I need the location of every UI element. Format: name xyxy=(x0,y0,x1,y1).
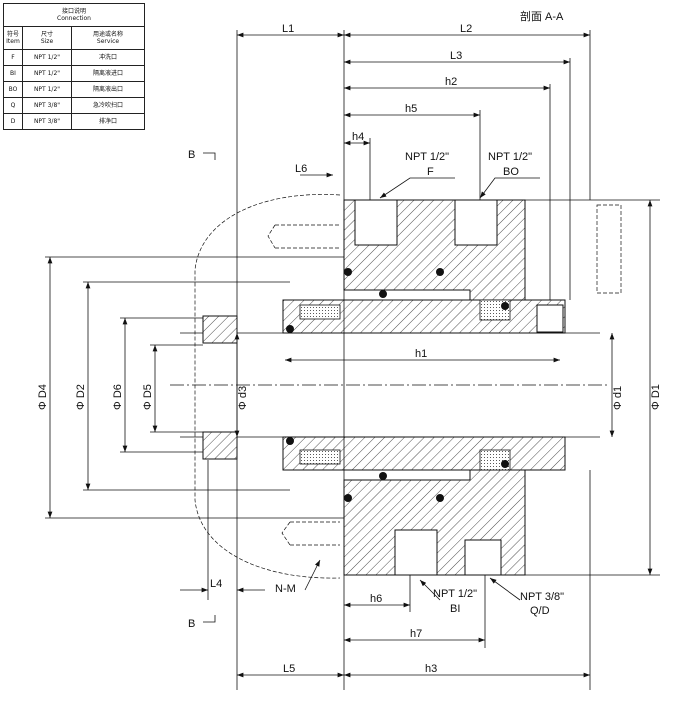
cell-service: 排净口 xyxy=(71,113,145,130)
dim-label: h7 xyxy=(410,628,422,640)
dim-label: L3 xyxy=(450,50,462,62)
h-cn: 尺寸 xyxy=(40,31,53,38)
port-label: NPT 1/2" xyxy=(488,151,532,163)
dim-label: h5 xyxy=(405,103,417,115)
stud-top xyxy=(267,224,340,249)
dim-label: L6 xyxy=(295,163,307,175)
dim-label: h3 xyxy=(425,663,437,675)
title-en: Connection xyxy=(57,15,91,22)
port-bo xyxy=(454,199,498,246)
dim-label: L5 xyxy=(283,663,295,675)
cell-size: NPT 3/8" xyxy=(22,113,72,130)
port-label: BI xyxy=(450,603,460,615)
housing-outline xyxy=(194,194,341,579)
dim-label: Φ D4 xyxy=(37,384,49,410)
dim-label: h2 xyxy=(445,76,457,88)
dimension-lines xyxy=(47,32,653,678)
clamp-top xyxy=(596,204,622,294)
dim-label: L2 xyxy=(460,23,472,35)
port-label: BO xyxy=(503,166,519,178)
dim-label: Φ d3 xyxy=(237,386,249,410)
port-f xyxy=(354,199,398,246)
h-en: Service xyxy=(96,38,120,45)
port-label: NPT 1/2" xyxy=(433,588,477,600)
h-cn: 符号 xyxy=(6,31,19,38)
dim-label: Φ d1 xyxy=(612,386,624,410)
set-screw xyxy=(536,304,564,333)
h-cn: 用途或名称 xyxy=(92,31,123,38)
o-rings xyxy=(286,268,509,502)
dim-label: h6 xyxy=(370,593,382,605)
h-en: Item xyxy=(6,38,20,45)
seal-ring xyxy=(299,449,341,465)
title-cn: 接口说明 xyxy=(61,8,86,15)
port-label: N-M xyxy=(275,583,296,595)
dim-label: h4 xyxy=(352,131,364,143)
dim-label: h1 xyxy=(415,348,427,360)
stud-bottom xyxy=(281,521,340,546)
port-qd xyxy=(464,539,502,576)
port-label: NPT 3/8" xyxy=(520,591,564,603)
port-bi xyxy=(394,529,438,576)
port-label: NPT 1/2" xyxy=(405,151,449,163)
view-mark-top: B xyxy=(188,149,195,161)
dim-label: Φ D5 xyxy=(142,384,154,410)
collar-top xyxy=(202,315,238,344)
dim-label: L4 xyxy=(210,578,222,590)
collar-bottom xyxy=(202,431,238,460)
view-mark-bottom: B xyxy=(188,618,195,630)
dim-label: Φ D1 xyxy=(650,384,662,410)
dim-label: Φ D6 xyxy=(112,384,124,410)
h-en: Size xyxy=(40,38,54,45)
seal-ring xyxy=(299,304,341,320)
dim-label: Φ D2 xyxy=(75,384,87,410)
section-label: 剖面 A-A xyxy=(520,9,564,23)
port-label: Q/D xyxy=(530,605,550,617)
dim-label: L1 xyxy=(282,23,294,35)
port-label: F xyxy=(427,166,434,178)
leaders xyxy=(203,152,540,623)
